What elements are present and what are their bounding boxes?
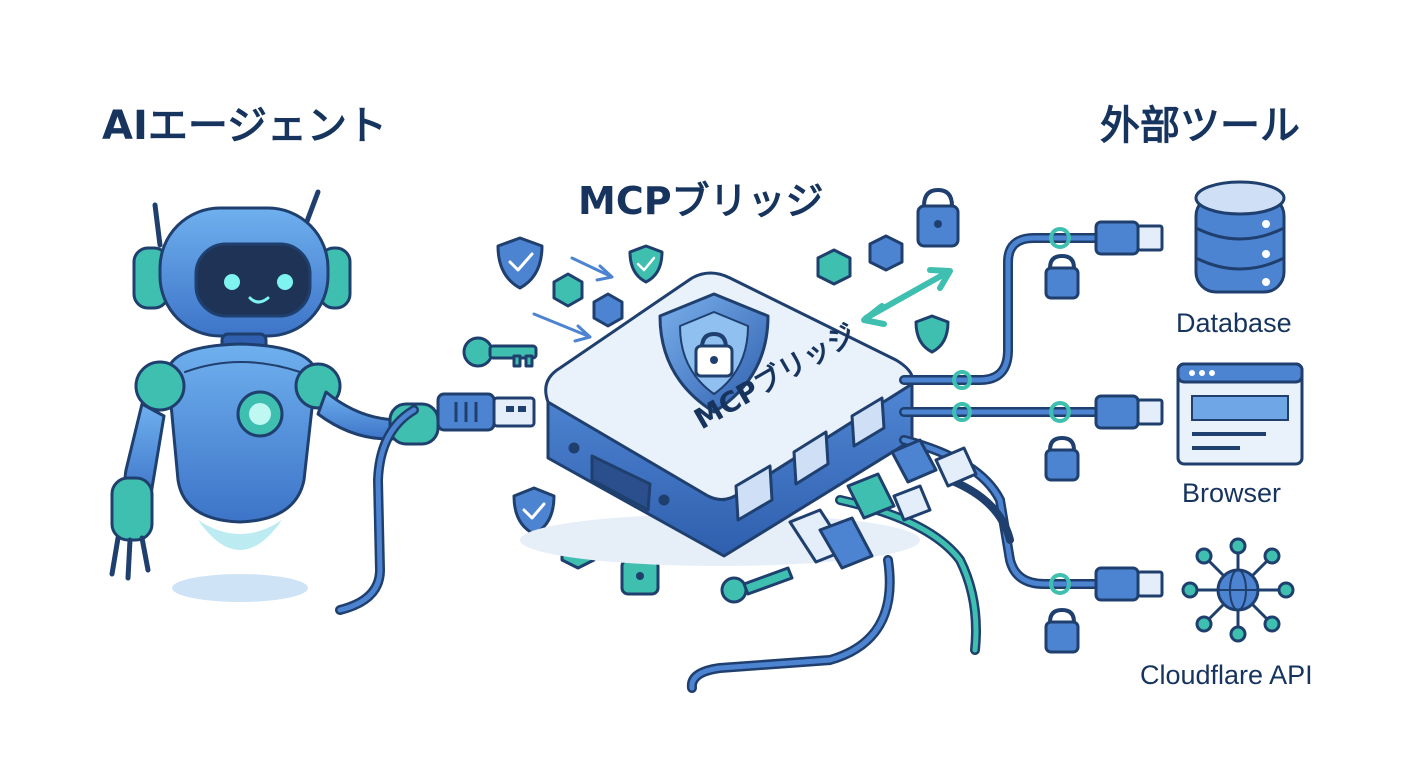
tool-label-database: Database (1176, 308, 1292, 338)
external-tools-heading: 外部ツール (1100, 103, 1300, 149)
cloudflare-plug-icon (1044, 566, 1164, 654)
database-plug-icon (1044, 220, 1164, 300)
floating-security-icons (462, 188, 960, 604)
robot-agent-icon (109, 189, 440, 602)
tool-connectors (788, 220, 1164, 654)
loose-usb-plugs-icon (788, 438, 978, 570)
mcp-bridge-heading: MCPブリッジ (578, 179, 824, 223)
tool-label-cloudflare-api: Cloudflare API (1140, 660, 1313, 690)
browser-window-icon (1176, 362, 1304, 466)
globe-network-icon (1181, 537, 1295, 643)
browser-plug-icon (1044, 394, 1164, 482)
output-cables (686, 233, 1101, 693)
database-icon (1194, 180, 1286, 294)
robot-usb-cable (335, 392, 536, 615)
ai-agent-heading: AIエージェント (102, 103, 388, 149)
mcp-bridge-device (520, 271, 920, 566)
tool-label-browser: Browser (1182, 478, 1282, 508)
